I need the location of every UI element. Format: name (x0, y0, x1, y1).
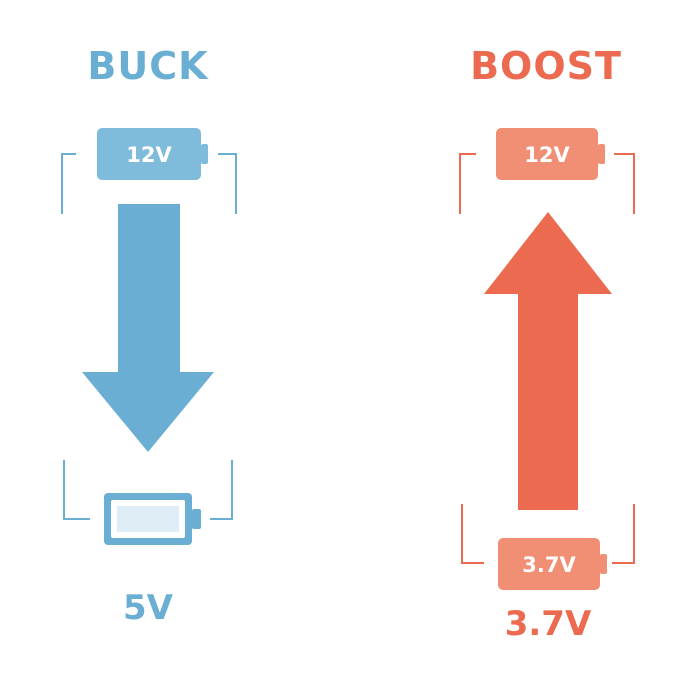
boost-top-battery-label: 12V (524, 143, 570, 167)
buck-title: BUCK (87, 44, 209, 88)
buck-top-bracket (61, 153, 237, 214)
boost-title: BOOST (470, 44, 622, 88)
boost-input-voltage: 3.7V (504, 604, 592, 644)
buck-top-battery-label: 12V (126, 143, 172, 167)
boost-up-arrow-icon (484, 212, 612, 510)
boost-top-battery-icon: 12V (496, 128, 605, 180)
buck-output-voltage: 5V (123, 588, 173, 628)
buck-bottom-bracket (63, 460, 233, 520)
buck-bottom-battery-icon (104, 493, 201, 545)
buck-down-arrow-icon (82, 204, 214, 452)
buck-top-battery-icon: 12V (97, 128, 208, 180)
boost-top-bracket (459, 153, 635, 214)
boost-bottom-battery-icon: 3.7V (498, 538, 607, 590)
boost-bottom-bracket (461, 504, 635, 564)
boost-bottom-battery-label: 3.7V (522, 553, 576, 577)
